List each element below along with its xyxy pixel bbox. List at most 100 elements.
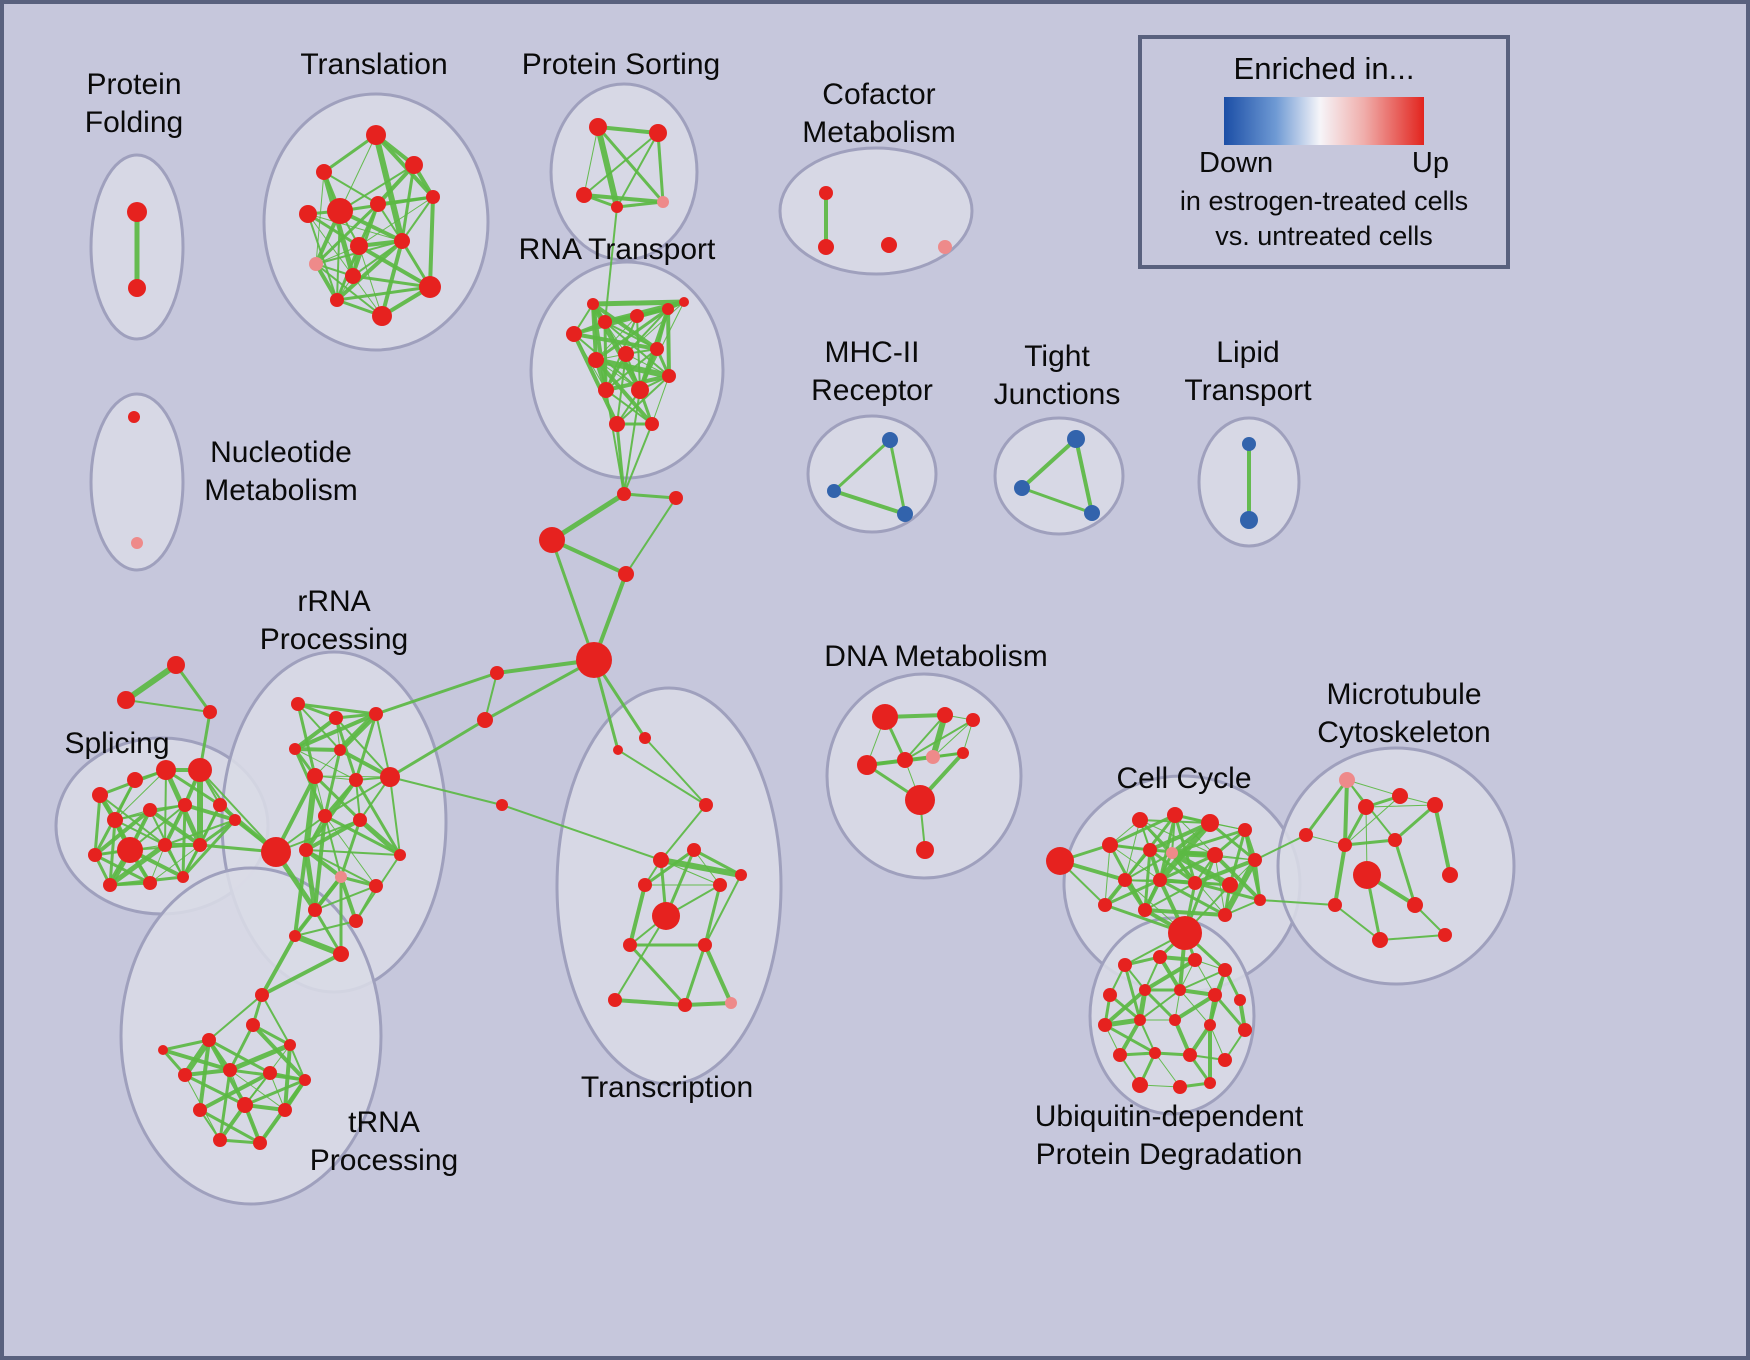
gene-set-node-microtubule-cytoskeleton-6[interactable] — [1388, 833, 1402, 847]
gene-set-node-dna-metabolism-7[interactable] — [905, 785, 935, 815]
gene-set-node-cell-cycle-8[interactable] — [1207, 847, 1223, 863]
gene-set-node-rrna-processing-3[interactable] — [289, 743, 301, 755]
gene-set-node-ubiquitin-degradation-19[interactable] — [1173, 1080, 1187, 1094]
gene-set-node-cofactor-metabolism-0[interactable] — [819, 186, 833, 200]
gene-set-node-ubiquitin-degradation-12[interactable] — [1204, 1019, 1216, 1031]
gene-set-node-transcription-5[interactable] — [638, 878, 652, 892]
gene-set-node-trna-processing-5[interactable] — [263, 1066, 277, 1080]
gene-set-node-ubiquitin-degradation-10[interactable] — [1134, 1014, 1146, 1026]
gene-set-node-rna-transport-9[interactable] — [662, 369, 676, 383]
gene-set-node-rrna-processing-11[interactable] — [299, 843, 313, 857]
gene-set-node-nucleotide-metabolism-0[interactable] — [128, 411, 140, 423]
gene-set-node-trna-processing-2[interactable] — [284, 1039, 296, 1051]
gene-set-node-dna-metabolism-0[interactable] — [872, 704, 898, 730]
gene-set-node-trna-processing-8[interactable] — [237, 1097, 253, 1113]
gene-set-node-rna-transport-5[interactable] — [618, 346, 634, 362]
gene-set-node-transcription-12[interactable] — [678, 998, 692, 1012]
gene-set-node-connectors-1[interactable] — [669, 491, 683, 505]
gene-set-node-rrna-processing-10[interactable] — [353, 813, 367, 827]
gene-set-node-cell-cycle-15[interactable] — [1138, 903, 1152, 917]
gene-set-node-cell-cycle-4[interactable] — [1238, 823, 1252, 837]
gene-set-node-translation-11[interactable] — [419, 276, 441, 298]
gene-set-node-rna-transport-2[interactable] — [630, 309, 644, 323]
gene-set-node-translation-8[interactable] — [394, 233, 410, 249]
gene-set-node-ubiquitin-degradation-8[interactable] — [1234, 994, 1246, 1006]
gene-set-node-connectors-3[interactable] — [618, 566, 634, 582]
gene-set-node-microtubule-cytoskeleton-9[interactable] — [1407, 897, 1423, 913]
gene-set-node-splicing-7[interactable] — [213, 798, 227, 812]
gene-set-node-ubiquitin-degradation-4[interactable] — [1103, 988, 1117, 1002]
gene-set-node-ubiquitin-degradation-3[interactable] — [1218, 963, 1232, 977]
gene-set-node-trna-processing-6[interactable] — [299, 1074, 311, 1086]
gene-set-node-ubiquitin-degradation-6[interactable] — [1174, 984, 1186, 996]
gene-set-node-protein-sorting-0[interactable] — [589, 118, 607, 136]
gene-set-node-transcription-4[interactable] — [687, 843, 701, 857]
gene-set-node-microtubule-cytoskeleton-3[interactable] — [1427, 797, 1443, 813]
gene-set-node-mhc-ii-receptor-1[interactable] — [827, 484, 841, 498]
gene-set-node-ubiquitin-degradation-15[interactable] — [1149, 1047, 1161, 1059]
gene-set-node-rrna-processing-7[interactable] — [380, 767, 400, 787]
gene-set-node-splicing-5[interactable] — [143, 803, 157, 817]
gene-set-node-splicing-0[interactable] — [92, 787, 108, 803]
gene-set-node-microtubule-cytoskeleton-10[interactable] — [1328, 898, 1342, 912]
gene-set-node-protein-sorting-3[interactable] — [611, 201, 623, 213]
gene-set-node-splicing-2[interactable] — [156, 760, 176, 780]
gene-set-node-transcription-10[interactable] — [735, 869, 747, 881]
gene-set-node-translation-10[interactable] — [345, 268, 361, 284]
gene-set-node-dna-metabolism-3[interactable] — [897, 752, 913, 768]
gene-set-node-rrna-processing-19[interactable] — [255, 988, 269, 1002]
gene-set-node-microtubule-cytoskeleton-7[interactable] — [1442, 867, 1458, 883]
gene-set-node-rna-transport-11[interactable] — [645, 417, 659, 431]
gene-set-node-cell-cycle-6[interactable] — [1143, 843, 1157, 857]
gene-set-node-splicing-8[interactable] — [88, 848, 102, 862]
gene-set-node-protein-sorting-2[interactable] — [576, 187, 592, 203]
gene-set-node-ubiquitin-degradation-11[interactable] — [1169, 1014, 1181, 1026]
gene-set-node-trna-processing-1[interactable] — [246, 1018, 260, 1032]
gene-set-node-tight-junctions-0[interactable] — [1067, 430, 1085, 448]
gene-set-node-ubiquitin-degradation-13[interactable] — [1238, 1023, 1252, 1037]
gene-set-node-transcription-9[interactable] — [698, 938, 712, 952]
gene-set-node-rna-transport-12[interactable] — [679, 297, 689, 307]
gene-set-node-connectors-2[interactable] — [539, 527, 565, 553]
gene-set-node-trna-processing-12[interactable] — [158, 1045, 168, 1055]
gene-set-node-cell-cycle-2[interactable] — [1167, 807, 1183, 823]
gene-set-node-trna-processing-4[interactable] — [223, 1063, 237, 1077]
gene-set-node-transcription-0[interactable] — [613, 745, 623, 755]
gene-set-node-connectors-5[interactable] — [490, 666, 504, 680]
gene-set-node-cell-cycle-10[interactable] — [1118, 873, 1132, 887]
gene-set-node-protein-folding-1[interactable] — [128, 279, 146, 297]
gene-set-node-rna-transport-8[interactable] — [631, 381, 649, 399]
gene-set-node-transcription-13[interactable] — [725, 997, 737, 1009]
gene-set-node-ubiquitin-degradation-7[interactable] — [1208, 988, 1222, 1002]
gene-set-node-ubiquitin-degradation-2[interactable] — [1188, 953, 1202, 967]
gene-set-node-splicing-3[interactable] — [188, 758, 212, 782]
gene-set-node-cell-cycle-11[interactable] — [1153, 873, 1167, 887]
gene-set-node-splicing-14[interactable] — [143, 876, 157, 890]
gene-set-node-rna-transport-6[interactable] — [650, 342, 664, 356]
gene-set-node-tight-junctions-1[interactable] — [1014, 480, 1030, 496]
gene-set-node-cofactor-metabolism-3[interactable] — [938, 240, 952, 254]
gene-set-node-ubiquitin-degradation-5[interactable] — [1139, 984, 1151, 996]
gene-set-node-rrna-processing-15[interactable] — [349, 914, 363, 928]
gene-set-node-dna-metabolism-1[interactable] — [937, 707, 953, 723]
gene-set-node-dna-metabolism-2[interactable] — [966, 713, 980, 727]
gene-set-node-cell-cycle-14[interactable] — [1098, 898, 1112, 912]
gene-set-node-splicing-9[interactable] — [117, 837, 143, 863]
gene-set-node-rrna-processing-16[interactable] — [289, 930, 301, 942]
gene-set-node-transcription-11[interactable] — [608, 993, 622, 1007]
gene-set-node-ubiquitin-degradation-20[interactable] — [1204, 1077, 1216, 1089]
gene-set-node-translation-3[interactable] — [327, 198, 353, 224]
gene-set-node-translation-0[interactable] — [366, 125, 386, 145]
gene-set-node-cell-cycle-16[interactable] — [1168, 916, 1202, 950]
gene-set-node-rna-transport-10[interactable] — [609, 416, 625, 432]
gene-set-node-rna-transport-4[interactable] — [588, 352, 604, 368]
gene-set-node-mhc-ii-receptor-2[interactable] — [897, 506, 913, 522]
gene-set-node-translation-12[interactable] — [372, 306, 392, 326]
gene-set-node-rrna-processing-9[interactable] — [318, 809, 332, 823]
gene-set-node-translation-9[interactable] — [309, 257, 323, 271]
gene-set-node-rrna-processing-14[interactable] — [308, 903, 322, 917]
gene-set-node-dna-metabolism-4[interactable] — [926, 750, 940, 764]
gene-set-node-rrna-processing-18[interactable] — [394, 849, 406, 861]
gene-set-node-nucleotide-metabolism-1[interactable] — [131, 537, 143, 549]
gene-set-node-connectors-9[interactable] — [117, 691, 135, 709]
